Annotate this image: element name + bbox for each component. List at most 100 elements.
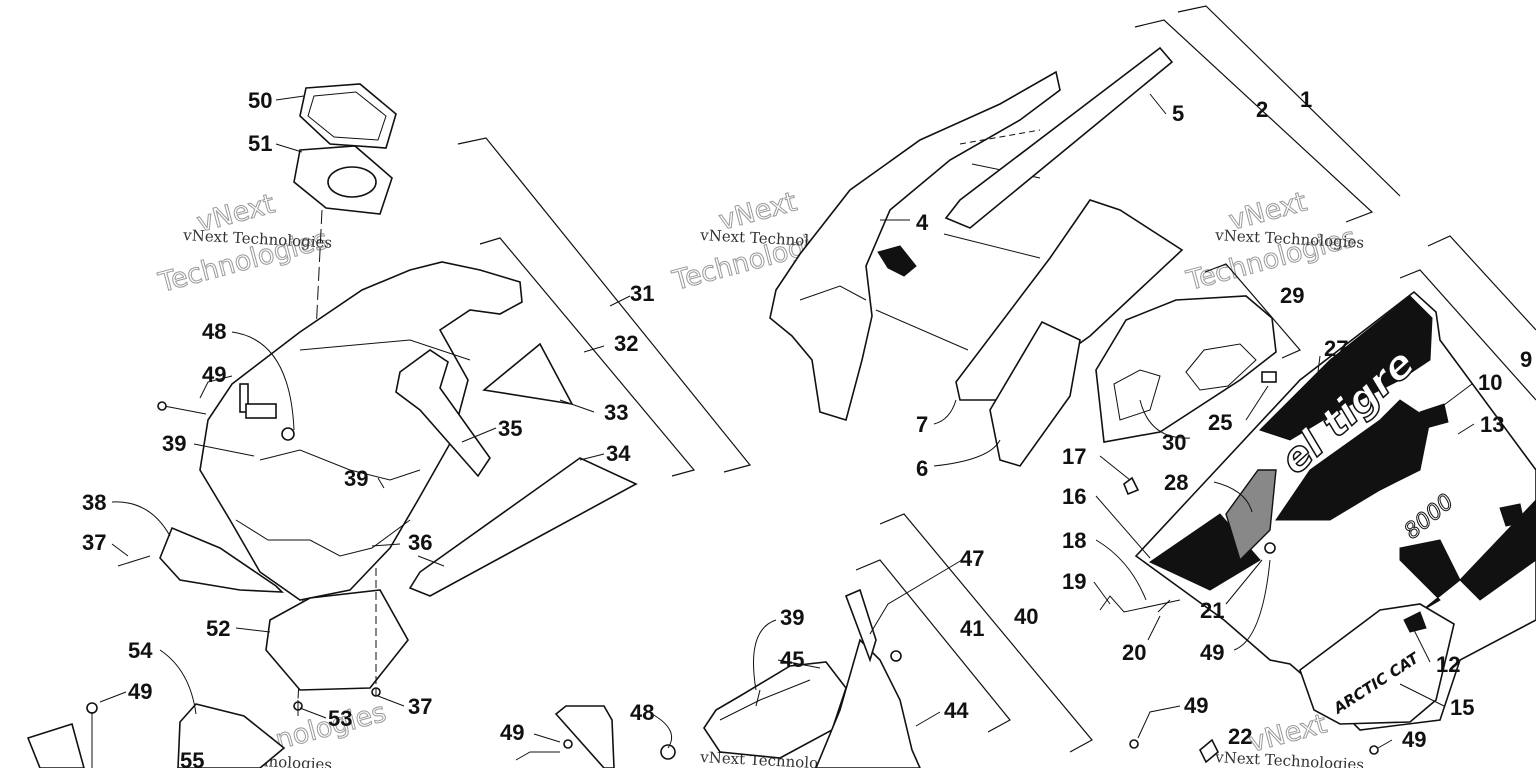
callout-40: 40	[1014, 604, 1038, 629]
decal-side	[1499, 503, 1525, 527]
callout-44: 44	[944, 698, 969, 723]
callout-21: 21	[1200, 598, 1224, 623]
callout-4: 4	[916, 210, 929, 235]
callout-16: 16	[1062, 484, 1086, 509]
callout-51: 51	[248, 131, 272, 156]
bracket-40	[879, 513, 1093, 753]
headlight-lens	[1185, 343, 1257, 391]
callout-2: 2	[1256, 97, 1268, 122]
grommet-25	[1261, 371, 1277, 383]
clip-48-left	[239, 383, 295, 441]
callout-1: 1	[1300, 87, 1312, 112]
screw-49-bottom-left	[86, 702, 98, 768]
plate-opening-51	[327, 166, 377, 198]
callout-49f: 49	[1402, 727, 1426, 752]
callout-48b: 48	[630, 700, 654, 725]
callout-18: 18	[1062, 528, 1086, 553]
callout-38: 38	[82, 490, 106, 515]
callout-55: 55	[180, 748, 204, 768]
watermark-text: vNext Technologies	[1214, 748, 1365, 768]
callout-53: 53	[328, 706, 352, 731]
bracket-1	[1177, 5, 1401, 197]
callout-19: 19	[1062, 569, 1086, 594]
callout-13: 13	[1480, 412, 1504, 437]
callout-41: 41	[960, 616, 984, 641]
callout-12: 12	[1436, 652, 1460, 677]
callout-48a: 48	[202, 319, 226, 344]
callout-52: 52	[206, 616, 230, 641]
bracket-2	[1134, 19, 1374, 223]
side-panel-38	[159, 526, 285, 593]
decal-10	[1419, 403, 1449, 429]
callout-labels: 1 2 4 5 6 7 9 10 12 13 15 16 17 18 19 20…	[82, 87, 1532, 768]
headlight-lens	[1113, 369, 1161, 421]
callout-5: 5	[1172, 101, 1184, 126]
callout-20: 20	[1122, 640, 1146, 665]
leader-line	[875, 309, 969, 351]
screw-20	[1157, 599, 1171, 613]
callout-49a: 49	[202, 362, 226, 387]
foam-pad-34	[408, 457, 638, 597]
bracket-47	[844, 588, 877, 663]
callout-29: 29	[1280, 283, 1304, 308]
screw-49-center	[563, 739, 573, 749]
lower-center-assembly	[515, 588, 921, 768]
callout-37a: 37	[82, 530, 106, 555]
callout-54: 54	[128, 638, 153, 663]
callout-17: 17	[1062, 444, 1086, 469]
mount-48	[554, 705, 615, 768]
fastener-37-bottom	[371, 568, 381, 700]
foam-block-7	[955, 199, 1184, 401]
screw-39-center	[755, 689, 761, 707]
callout-34: 34	[606, 441, 631, 466]
bracket-9a	[1399, 269, 1536, 401]
callout-45: 45	[780, 647, 804, 672]
leader-line	[943, 233, 1041, 259]
callout-33: 33	[604, 400, 628, 425]
foam-block-6	[989, 320, 1081, 467]
callout-36: 36	[408, 530, 432, 555]
callout-35: 35	[498, 416, 522, 441]
callout-49e: 49	[1184, 693, 1208, 718]
hood-edge	[799, 285, 867, 301]
decal-black-right	[1459, 499, 1536, 601]
foam-pad-33	[482, 342, 574, 406]
callout-9: 9	[1520, 347, 1532, 372]
hood-assembly	[769, 46, 1184, 467]
hood-line	[959, 129, 1041, 145]
callout-49b: 49	[128, 679, 152, 704]
headlight-panel-30	[1095, 295, 1277, 443]
callout-47: 47	[960, 546, 984, 571]
callout-39c: 39	[780, 605, 804, 630]
wire-19	[1099, 595, 1181, 613]
leader-lines	[99, 93, 1475, 749]
screw-49-left	[157, 401, 207, 415]
screw-21	[1264, 542, 1276, 554]
bulb-17	[1123, 476, 1140, 496]
panel-54	[177, 703, 286, 768]
callout-28: 28	[1164, 470, 1188, 495]
screw-49-right	[1129, 739, 1379, 755]
belly-pan-rib	[299, 339, 471, 361]
callout-37b: 37	[408, 694, 432, 719]
bracket-9b	[1427, 235, 1536, 331]
bracket-29	[1204, 263, 1301, 359]
wire-49-center	[515, 751, 560, 761]
callout-32: 32	[614, 331, 638, 356]
callout-15: 15	[1450, 695, 1474, 720]
callout-30: 30	[1162, 430, 1186, 455]
nose-assembly: el tigre 8000 ARCTIC CAT	[1095, 290, 1536, 764]
group-brackets	[457, 5, 1536, 753]
belly-pan-edge	[235, 519, 411, 557]
belly-pan-rib	[259, 449, 421, 481]
screw-48-center	[890, 650, 902, 662]
callout-6: 6	[916, 456, 928, 481]
left-assembly	[26, 83, 638, 768]
panel-45	[703, 661, 847, 759]
decal-black-top	[1259, 295, 1433, 441]
foam-strip-5	[944, 46, 1174, 229]
side-panel-44	[815, 638, 921, 768]
plate-52	[265, 589, 409, 691]
hood-vent	[877, 245, 917, 277]
